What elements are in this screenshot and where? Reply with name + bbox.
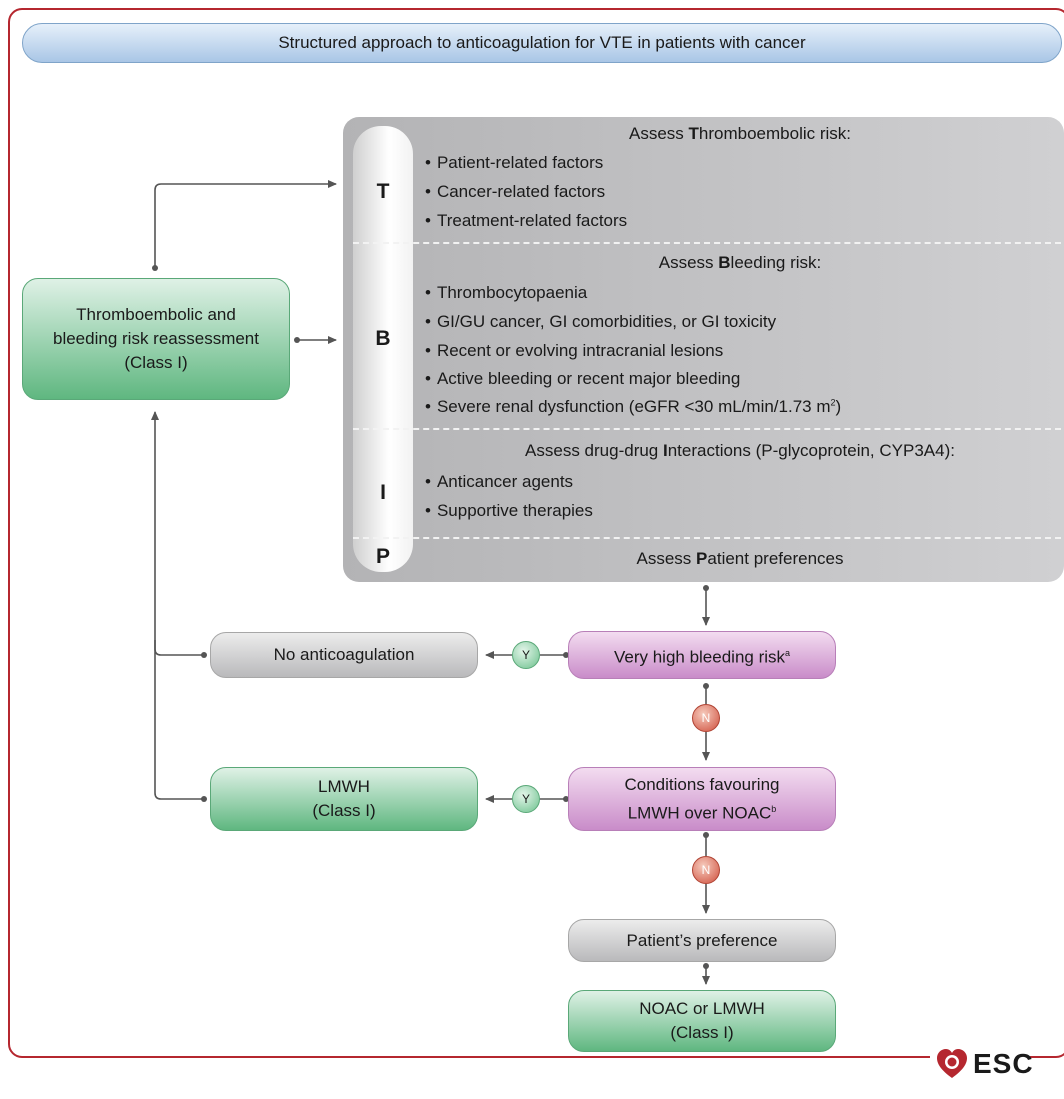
list-item: •Thrombocytopaenia <box>425 283 588 302</box>
assessment-panel <box>343 117 1064 582</box>
no-badge: N <box>692 704 720 732</box>
thromboembolic-risk-heading: Assess Thromboembolic risk: <box>628 124 852 143</box>
section-divider <box>353 242 1061 244</box>
noac-or-lmwh-line-2: (Class I) <box>670 1023 734 1042</box>
interactions-heading: Assess drug-drug Interactions (P-glycopr… <box>525 441 955 460</box>
no-anticoagulation-label: No anticoagulation <box>273 645 415 664</box>
patient-preference-label: Patient’s preference <box>626 930 778 950</box>
list-item: •Recent or evolving intracranial lesions <box>425 341 724 360</box>
very-high-bleeding-risk-node: Very high bleeding riska <box>568 631 836 679</box>
conditions-line-2: LMWH over NOACb <box>627 803 777 823</box>
noac-or-lmwh-line-1: NOAC or LMWH <box>639 999 765 1018</box>
bleeding-risk-heading: Assess Bleeding risk: <box>658 253 822 272</box>
very-high-bleeding-risk-label: Very high bleeding riska <box>613 647 791 667</box>
letter-p: P <box>375 545 390 568</box>
reassessment-line-3: (Class I) <box>124 353 188 372</box>
section-divider <box>353 537 1061 539</box>
letter-t: T <box>376 180 390 203</box>
list-item: •GI/GU cancer, GI comorbidities, or GI t… <box>425 312 777 331</box>
noac-or-lmwh-node: NOAC or LMWH (Class I) <box>568 990 836 1052</box>
yes-badge: Y <box>512 641 540 669</box>
reassessment-node: Thromboembolic and bleeding risk reasses… <box>22 278 290 400</box>
lmwh-line-1: LMWH <box>318 777 370 796</box>
lmwh-line-2: (Class I) <box>312 801 376 820</box>
esc-logo-text: ESC <box>973 1048 1034 1079</box>
diagram-title: Structured approach to anticoagulation f… <box>22 23 1062 63</box>
patient-preference-node: Patient’s preference <box>568 919 836 962</box>
list-item: •Active bleeding or recent major bleedin… <box>425 369 741 388</box>
letter-b: B <box>375 327 391 350</box>
lmwh-node: LMWH (Class I) <box>210 767 478 831</box>
list-item: •Supportive therapies <box>425 501 593 520</box>
reassessment-line-1: Thromboembolic and <box>76 305 236 324</box>
list-item: •Patient-related factors <box>425 153 604 172</box>
list-item: •Treatment-related factors <box>425 211 628 230</box>
section-divider <box>353 428 1061 430</box>
heart-icon <box>937 1049 967 1078</box>
conditions-favouring-lmwh-node: Conditions favouring LMWH over NOACb <box>568 767 836 831</box>
esc-logo: ESC <box>935 1047 1034 1081</box>
acronym-bar <box>353 126 413 572</box>
reassessment-line-2: bleeding risk reassessment <box>53 329 259 348</box>
yes-badge: Y <box>512 785 540 813</box>
no-badge: N <box>692 856 720 884</box>
patient-preferences-heading: Assess Patient preferences <box>636 549 844 568</box>
letter-i: I <box>380 481 386 504</box>
conditions-line-1: Conditions favouring <box>624 774 780 794</box>
list-item: •Anticancer agents <box>425 472 574 491</box>
outer-frame <box>8 8 1064 1058</box>
list-item: •Severe renal dysfunction (eGFR <30 mL/m… <box>425 397 842 416</box>
list-item: •Cancer-related factors <box>425 182 606 201</box>
no-anticoagulation-node: No anticoagulation <box>210 632 478 678</box>
